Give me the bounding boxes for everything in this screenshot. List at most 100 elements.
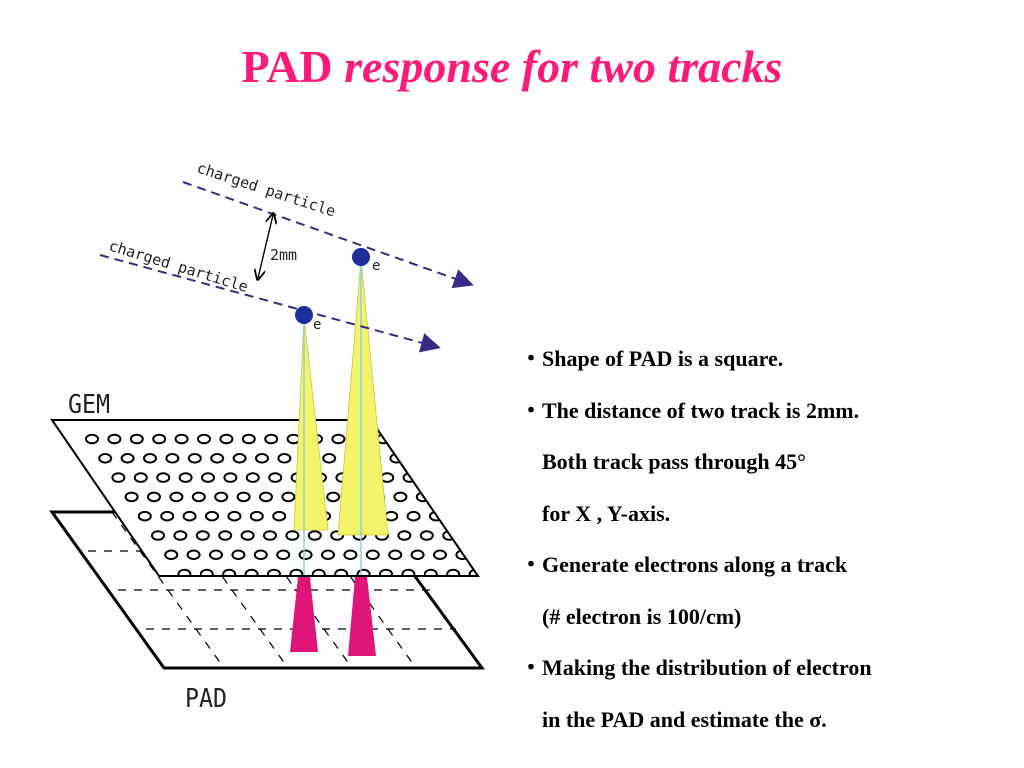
gem-hole bbox=[191, 491, 206, 503]
gem-hole bbox=[173, 530, 188, 541]
slide-title: PAD response for two tracks bbox=[0, 40, 1024, 93]
gem-hole bbox=[330, 530, 345, 541]
gem-hole bbox=[164, 549, 179, 561]
gem-hole bbox=[98, 453, 113, 464]
gem-hole bbox=[174, 433, 189, 445]
gem-hole bbox=[365, 549, 380, 561]
bullet-item: ・Shape of PAD is a square. bbox=[520, 333, 1010, 385]
pad-signal-2 bbox=[348, 577, 376, 656]
gem-hole bbox=[245, 472, 260, 483]
gem-hole bbox=[236, 491, 251, 503]
gem-hole bbox=[277, 453, 292, 464]
gem-hole bbox=[410, 549, 425, 561]
gem-hole bbox=[107, 433, 122, 445]
bullet-item: ・Making the distribution of electron bbox=[520, 642, 1010, 694]
label-particle-1: charged particle bbox=[195, 159, 338, 221]
gem-hole bbox=[264, 433, 279, 445]
gem-hole bbox=[267, 568, 281, 576]
gem-hole bbox=[124, 491, 139, 503]
gem-hole bbox=[219, 433, 234, 445]
gem-hole bbox=[195, 530, 210, 541]
gem-hole bbox=[397, 530, 412, 541]
gem-hole bbox=[331, 433, 346, 445]
gem-hole bbox=[311, 568, 326, 576]
gem-hole bbox=[231, 549, 246, 561]
label-electron-2: e bbox=[372, 258, 380, 274]
gem-hole bbox=[120, 453, 135, 464]
gem-hole bbox=[222, 568, 237, 576]
bullet-continuation: in the PAD and estimate the σ. bbox=[542, 706, 827, 732]
gem-hole bbox=[201, 472, 215, 483]
gem-hole bbox=[129, 433, 144, 445]
bullet-text: Making the distribution of electron bbox=[542, 655, 872, 680]
gem-hole bbox=[244, 568, 259, 576]
bullet-marker: ・ bbox=[520, 552, 543, 577]
gem-hole bbox=[182, 510, 197, 522]
gem-hole bbox=[388, 549, 403, 561]
gem-hole bbox=[401, 568, 416, 576]
gem-hole bbox=[249, 510, 264, 522]
gem-hole bbox=[240, 530, 255, 541]
bullet-marker: ・ bbox=[520, 655, 543, 680]
gem-hole bbox=[406, 510, 421, 522]
gem-hole bbox=[289, 568, 304, 576]
gem-hole bbox=[446, 568, 461, 576]
gem-hole bbox=[423, 568, 438, 576]
gem-hole bbox=[241, 433, 256, 445]
bullet-text: Generate electrons along a track bbox=[542, 552, 848, 577]
label-gem: GEM bbox=[68, 390, 110, 420]
gem-hole bbox=[169, 491, 184, 503]
gem-hole bbox=[253, 549, 268, 561]
gem-hole bbox=[210, 453, 225, 464]
gem-hole bbox=[419, 530, 434, 541]
gem-hole bbox=[199, 568, 214, 576]
gem-hole bbox=[356, 568, 371, 576]
gem-hole bbox=[433, 549, 447, 561]
gem-hole bbox=[379, 568, 393, 576]
label-distance: 2mm bbox=[270, 246, 297, 264]
gem-hole bbox=[187, 453, 202, 464]
gem-hole bbox=[137, 510, 152, 522]
gem-hole bbox=[133, 472, 148, 483]
gem-hole bbox=[263, 530, 277, 541]
bullet-item: ・The distance of two track is 2mm. bbox=[520, 385, 1010, 437]
gem-hole bbox=[147, 491, 161, 503]
bullet-text: The distance of two track is 2mm. bbox=[542, 397, 860, 423]
bullet-continuation: (# electron is 100/cm) bbox=[542, 603, 742, 629]
bullet-marker: ・ bbox=[520, 346, 543, 371]
gem-hole bbox=[85, 433, 99, 445]
gem-hole bbox=[326, 491, 341, 503]
gem-hole bbox=[227, 510, 242, 522]
bullet-continuation: for X , Y-axis. bbox=[542, 500, 671, 526]
gem-hole bbox=[209, 549, 223, 561]
pad-signal-1 bbox=[290, 577, 318, 652]
gem-hole bbox=[307, 530, 322, 541]
gem-hole bbox=[197, 433, 211, 445]
gem-hole bbox=[214, 491, 229, 503]
gem-hole bbox=[255, 453, 269, 464]
gem-hole bbox=[143, 453, 157, 464]
gem-hole bbox=[218, 530, 233, 541]
gem-hole bbox=[232, 453, 247, 464]
gem-hole bbox=[298, 549, 313, 561]
bullet-text: Shape of PAD is a square. bbox=[542, 346, 784, 371]
gem-hole bbox=[285, 530, 300, 541]
bullet-list: ・Shape of PAD is a square.・The distance … bbox=[520, 333, 1010, 745]
gem-hole bbox=[186, 549, 201, 561]
bullet-marker: ・ bbox=[520, 397, 543, 423]
distance-arrow bbox=[258, 215, 273, 278]
gem-hole bbox=[268, 472, 283, 483]
track-1 bbox=[182, 181, 474, 289]
gem-hole bbox=[205, 510, 219, 522]
gem-hole bbox=[322, 453, 337, 464]
gem-hole bbox=[393, 491, 408, 503]
gem-hole bbox=[334, 568, 349, 576]
gem-hole bbox=[156, 472, 171, 483]
label-particle-2: charged particle bbox=[107, 237, 250, 296]
label-pad: PAD bbox=[185, 684, 227, 714]
electron-1 bbox=[295, 306, 313, 324]
electron-2 bbox=[352, 248, 370, 266]
gem-hole bbox=[151, 530, 165, 541]
gem-hole bbox=[281, 491, 296, 503]
